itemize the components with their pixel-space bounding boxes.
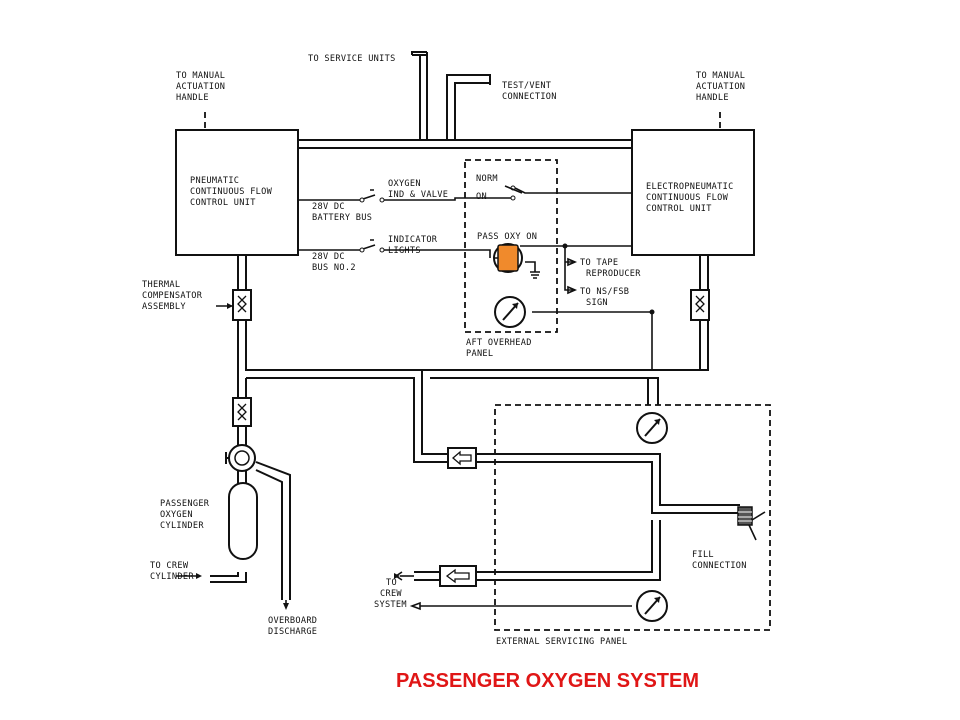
electropneumatic-control-unit [631,129,755,256]
label-to-crew-system-3: SYSTEM [374,600,407,610]
label-thermal-3: ASSEMBLY [142,302,186,312]
label-test-vent-1: TEST/VENT [502,81,551,91]
label-manual-left-1: TO MANUAL [176,71,225,81]
check-valve-icon [439,565,477,587]
cylinder-valve-icon [225,444,256,485]
label-manual-right-2: ACTUATION [696,82,745,92]
label-overboard-2: DISCHARGE [268,627,317,637]
label-fill-2: CONNECTION [692,561,747,571]
thermal-compensator-icon [690,289,710,321]
electrical-wiring [298,187,655,370]
label-cylinder-2: OXYGEN [160,510,193,520]
label-to-ns-fsb-2: SIGN [586,298,608,308]
label-to-ns-fsb-1: TO NS/FSB [580,287,629,297]
label-norm: NORM [476,174,498,184]
filter-icon [737,506,753,526]
label-to-crew-cyl-1: TO CREW [150,561,189,571]
indicator-light-icon [493,243,523,273]
pressure-gauge-icon [494,296,526,328]
toggle-switch-icon [504,185,523,201]
label-to-crew-cyl-2: CYLINDER [150,572,194,582]
pressure-gauge-icon [636,590,668,622]
label-cylinder-1: PASSENGER [160,499,210,509]
pressure-gauge-icon [636,412,668,444]
label-manual-right-3: HANDLE [696,93,729,103]
label-to-crew-system-2: CREW [380,589,402,599]
label-indicator-lights-1: INDICATOR [388,235,438,245]
label-thermal-1: THERMAL [142,280,180,290]
label-overboard-1: OVERBOARD [268,616,317,626]
panel-outlines [204,112,771,631]
label-pneumatic-1: PNEUMATIC [190,176,239,186]
label-pass-oxy-on: PASS OXY ON [477,232,537,242]
check-fitting-icon [232,397,252,427]
pneumatic-control-unit [175,129,299,256]
label-aft-panel-1: AFT OVERHEAD [466,338,532,348]
label-to-crew-system-1: TO [386,578,397,588]
label-manual-right-1: TO MANUAL [696,71,745,81]
label-battery-bus-1: 28V DC [312,202,345,212]
diagram-title: PASSENGER OXYGEN SYSTEM [396,670,699,692]
label-on: ON [476,192,487,202]
label-to-tape-1: TO TAPE [580,258,618,268]
label-to-tape-2: REPRODUCER [586,269,641,279]
passenger-oxygen-cylinder [228,482,258,560]
thermal-compensator-icon [232,289,252,321]
label-oxygen-ind-2: IND & VALVE [388,190,448,200]
label-aft-panel-2: PANEL [466,349,493,359]
label-pneumatic-3: CONTROL UNIT [190,198,256,208]
label-manual-left-2: ACTUATION [176,82,225,92]
label-fill-1: FILL [692,550,714,560]
label-battery-bus-2: BATTERY BUS [312,213,372,223]
label-manual-left-3: HANDLE [176,93,209,103]
label-to-service-units: TO SERVICE UNITS [308,54,396,64]
label-pneumatic-2: CONTINUOUS FLOW [190,187,273,197]
label-external-panel: EXTERNAL SERVICING PANEL [496,637,627,647]
label-bus-no2-1: 28V DC [312,252,345,262]
label-electro-3: CONTROL UNIT [646,204,712,214]
label-cylinder-3: CYLINDER [160,521,204,531]
diagram-labels: TO SERVICE UNITS TEST/VENT CONNECTION TO… [142,54,747,647]
label-bus-no2-2: BUS NO.2 [312,263,356,273]
label-test-vent-2: CONNECTION [502,92,557,102]
leader-arrows [176,303,400,610]
label-indicator-lights-2: LIGHTS [388,246,421,256]
label-thermal-2: COMPENSATOR [142,291,203,301]
check-valve-icon [447,447,477,469]
label-oxygen-ind-1: OXYGEN [388,179,421,189]
label-electro-1: ELECTROPNEUMATIC [646,182,734,192]
label-electro-2: CONTINUOUS FLOW [646,193,729,203]
